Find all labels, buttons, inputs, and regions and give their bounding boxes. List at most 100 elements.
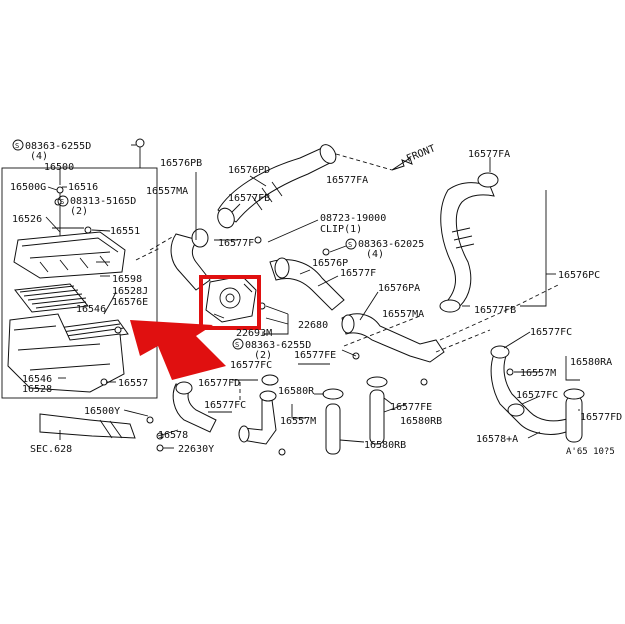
label-ref-code: A'65 10?5 <box>566 447 615 457</box>
label-16577fd-left: 16577FD <box>198 378 240 389</box>
s-glyph: S <box>60 198 64 206</box>
pipe-16557m <box>241 399 277 445</box>
label-08363-6255d-top: 08363-6255D <box>25 141 91 152</box>
s-marker-icon <box>57 195 69 207</box>
label-16546-b: 16546 <box>22 374 52 385</box>
clamp-16577fc-right-icon <box>490 345 510 359</box>
bolt-08363-62025-icon <box>322 248 330 256</box>
label-16580r: 16580R <box>278 386 315 397</box>
clamp-16577fb-icon <box>217 207 235 229</box>
label-16500y: 16500Y <box>84 406 120 417</box>
clamp-16577fc-icon <box>259 390 277 402</box>
label-16577fa-mid: 16577FA <box>326 175 368 186</box>
label-08363-62025: 08363-62025 <box>358 239 424 250</box>
label-22693m: 22693M <box>236 328 272 339</box>
clip-08723-icon <box>254 236 262 244</box>
label-16576e: 16576E <box>112 297 148 308</box>
s-marker-icon <box>232 338 244 350</box>
s-glyph: S <box>235 341 239 349</box>
s-glyph: S <box>348 241 352 249</box>
clamp-16576pa-icon <box>341 314 355 334</box>
bolt-16577fe-icon <box>420 378 428 386</box>
label-16516: 16516 <box>68 182 98 193</box>
label-16500: 16500 <box>44 162 74 173</box>
label-16577fa-right: 16577FA <box>468 149 510 160</box>
label-16577f-mid: 16577F <box>340 268 376 279</box>
bolt-16557m-icon <box>278 448 286 456</box>
label-16578: 16578 <box>158 430 188 441</box>
label-sec628: SEC.628 <box>30 444 72 455</box>
label-16551: 16551 <box>110 226 140 237</box>
clamp-16580r-icon <box>322 388 344 400</box>
clamp-16577fc-b-icon <box>238 425 250 443</box>
label-08363-6255d-mid: 08363-6255D <box>245 340 311 351</box>
label-16528: 16528 <box>22 384 52 395</box>
clamp-16577fb-right-icon <box>439 299 461 313</box>
clip-16500g-icon <box>56 186 64 194</box>
label-16577fc-b: 16577FC <box>204 400 246 411</box>
s-marker-icon <box>345 238 357 250</box>
clamp-16577fa-icon <box>319 144 337 164</box>
hose-16576pd <box>217 147 333 223</box>
label-16557m-mid: 16557M <box>280 416 316 427</box>
label-16576pb: 16576PB <box>160 158 202 169</box>
s-marker-icon <box>12 139 24 151</box>
label-16576p: 16576P <box>312 258 348 269</box>
label-16577fb-mid: 16577FB <box>228 193 270 204</box>
label-16598: 16598 <box>112 274 142 285</box>
clamp-16577fc-right2-icon <box>507 403 525 417</box>
clamp-16577f-icon <box>191 228 209 248</box>
label-16580ra: 16580RA <box>570 357 612 368</box>
label-16557: 16557 <box>118 378 148 389</box>
label-16577fc-right: 16577FC <box>530 327 572 338</box>
hose-16576pc <box>440 182 495 307</box>
tube-16580rb <box>369 389 385 445</box>
label-16557m-right: 16557M <box>520 368 556 379</box>
red-pointer-arrow <box>130 320 226 380</box>
label-qty4-mid: (4) <box>366 249 384 260</box>
pipe-16577fd <box>172 383 217 433</box>
label-front: FRONT <box>405 143 437 164</box>
label-16577fb-right: 16577FB <box>474 305 516 316</box>
bolt-16500y-icon <box>146 416 154 424</box>
bolt-16557m-right-icon <box>506 368 514 376</box>
label-16546-a: 16546 <box>76 304 106 315</box>
label-16557ma-left: 16557MA <box>146 186 188 197</box>
label-16578a: 16578+A <box>476 434 518 445</box>
label-16577fd-right: 16577FD <box>580 412 622 423</box>
clamp-16577fc-top-icon <box>261 374 279 386</box>
label-16577f-left: 16577F <box>218 238 254 249</box>
label-16577fc-a: 16577FC <box>230 360 272 371</box>
bolt-16576e-icon <box>114 326 122 334</box>
label-16576pa: 16576PA <box>378 283 420 294</box>
throttle-body-22680 <box>205 275 257 323</box>
label-16576pc: 16576PC <box>558 270 600 281</box>
s-glyph: S <box>15 142 19 150</box>
label-16577fe-b: 16577FE <box>390 402 432 413</box>
clamp-16577fa-right-icon <box>477 172 499 188</box>
label-16580rb-b: 16580RB <box>364 440 406 451</box>
label-22630y: 22630Y <box>178 444 214 455</box>
pipe-16576pa <box>341 313 445 363</box>
label-16500g: 16500G <box>10 182 46 193</box>
label-16557ma-mid: 16557MA <box>382 309 424 320</box>
label-qty4-top: (4) <box>30 151 48 162</box>
clamp-16577fd-right-icon <box>563 388 585 400</box>
label-16528j: 16528J <box>112 286 148 297</box>
clamp-16577fd-icon <box>175 381 193 395</box>
inlet-duct-sec628 <box>39 413 136 439</box>
bolt-16551-icon <box>84 226 92 234</box>
label-16526: 16526 <box>12 214 42 225</box>
air-cleaner-lower-housing <box>7 313 125 393</box>
label-22680: 22680 <box>298 320 328 331</box>
label-08313-5165d: 08313-5165D <box>70 196 136 207</box>
tube-16580r <box>325 403 341 455</box>
label-qty2-mid: (2) <box>70 206 88 217</box>
label-16580rb-a: 16580RB <box>400 416 442 427</box>
label-16577fc-right2: 16577FC <box>516 390 558 401</box>
label-qty2-low: (2) <box>254 350 272 361</box>
clamp-16577f-mid-icon <box>274 257 290 279</box>
bolt-08363-icon <box>135 138 145 148</box>
label-clip1: CLIP(1) <box>320 224 362 235</box>
